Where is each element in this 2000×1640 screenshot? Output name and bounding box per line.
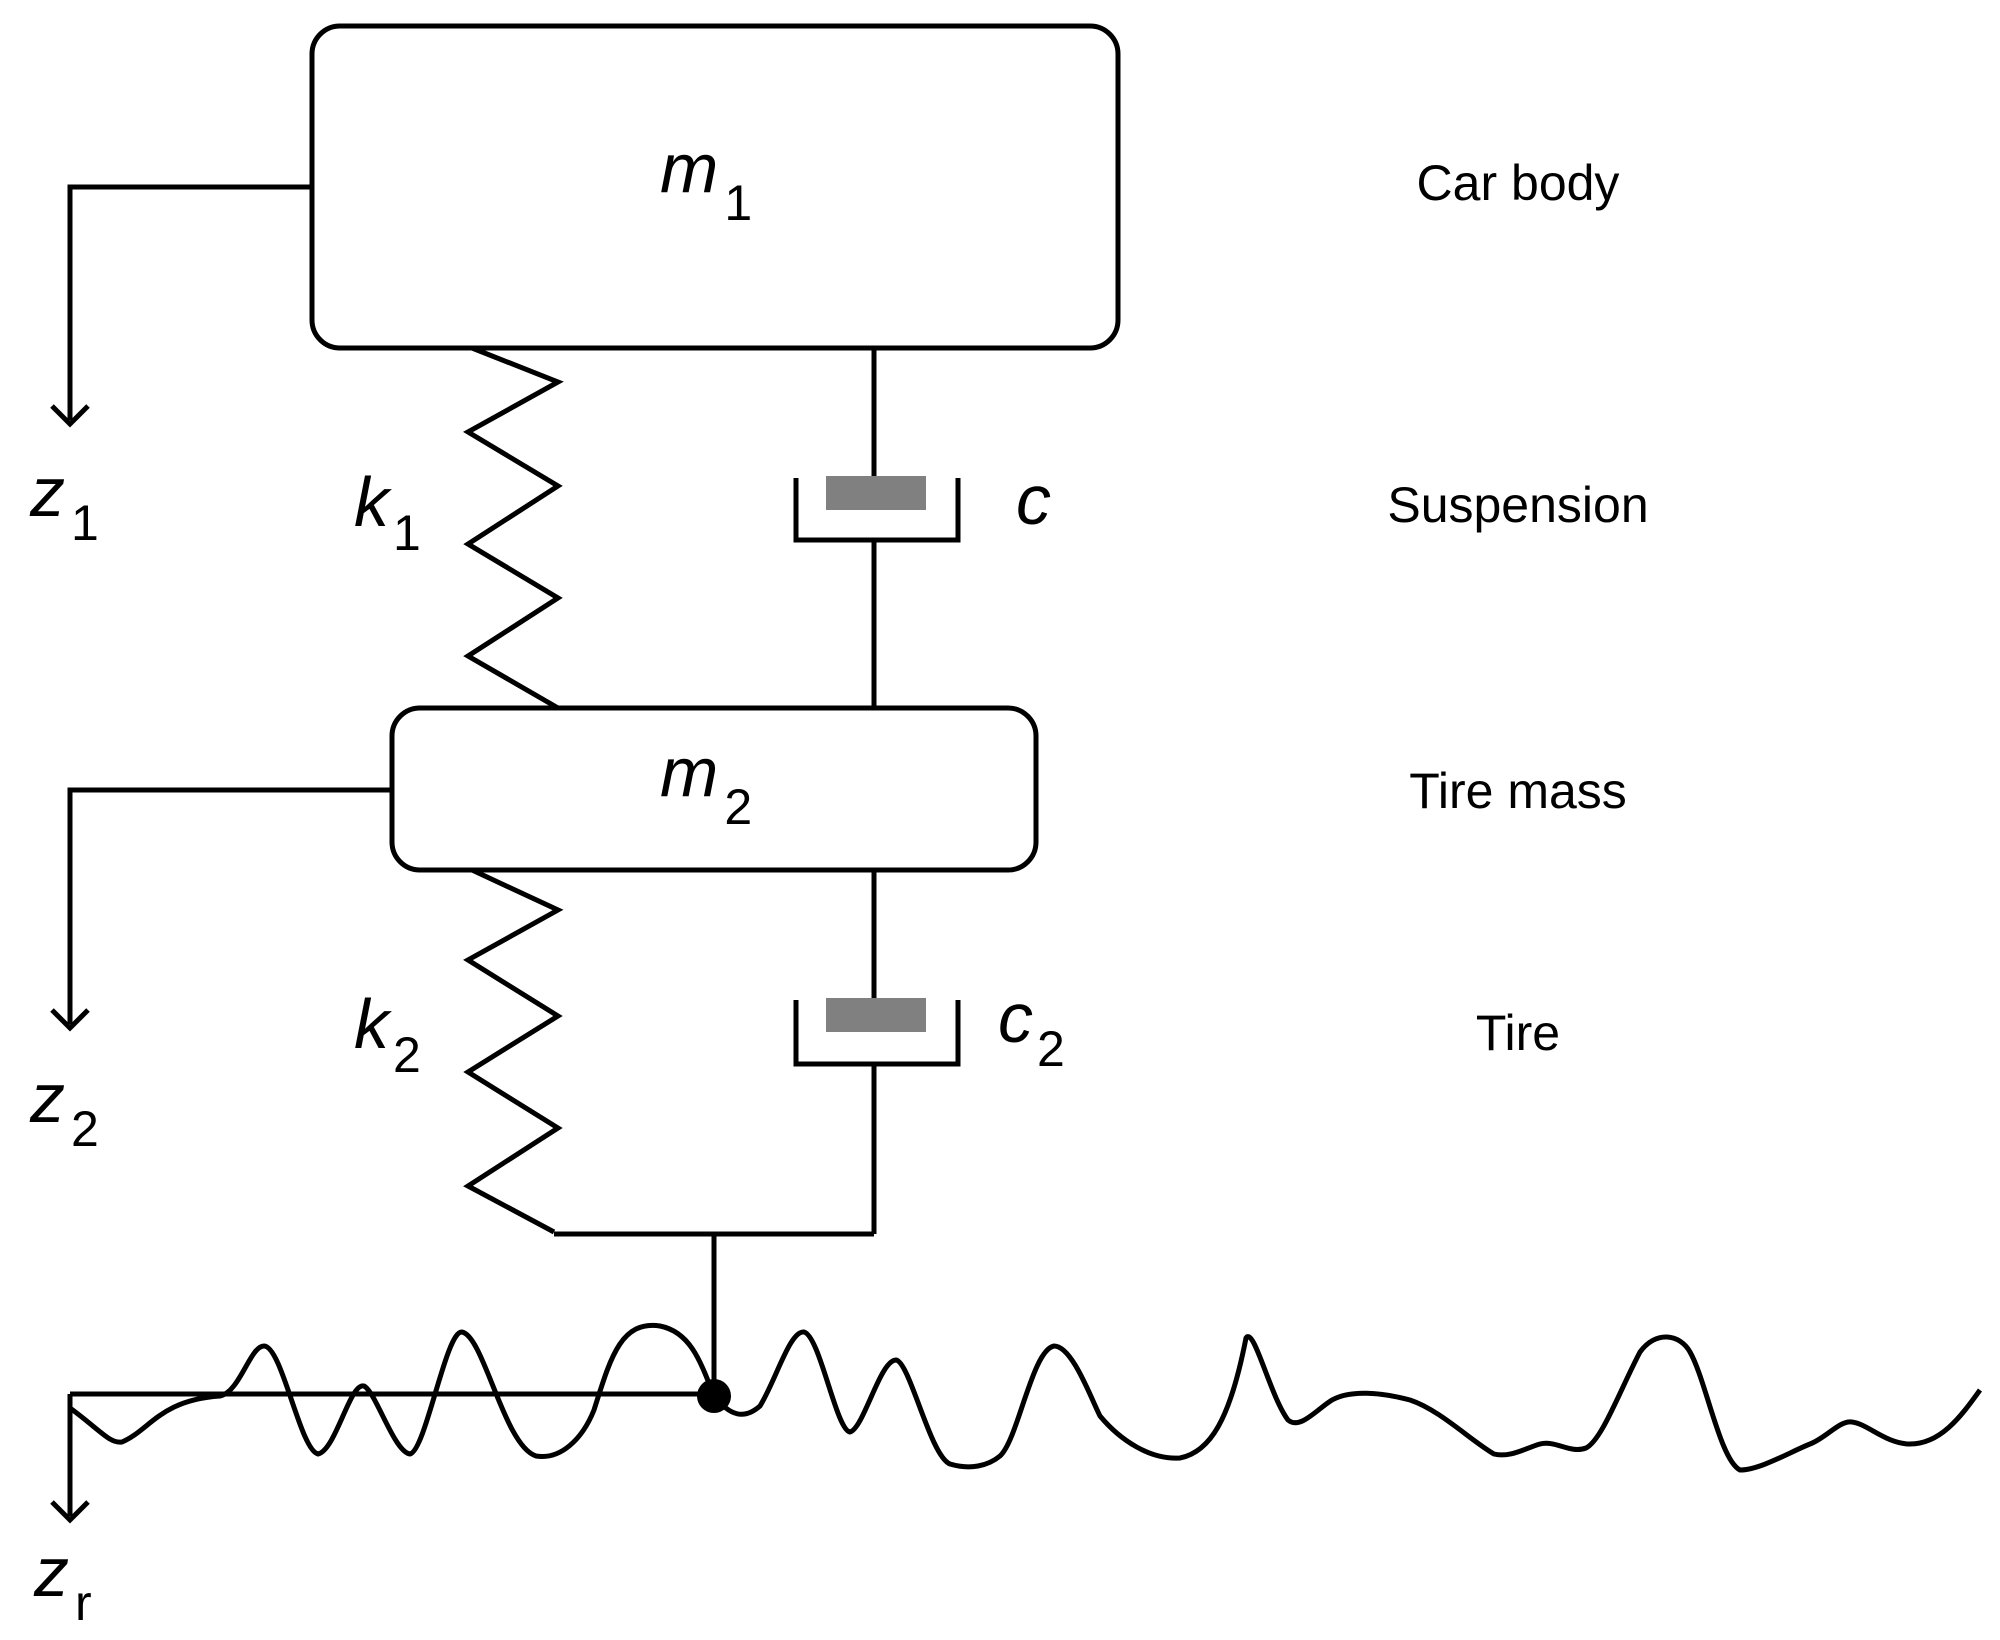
z1-displacement-arrow bbox=[67, 184, 312, 420]
c-label: c bbox=[1016, 461, 1051, 539]
suspension-damper-cylinder bbox=[793, 478, 961, 543]
k1-label: k1 bbox=[354, 463, 421, 561]
tire-mass-side-label: Tire mass bbox=[1409, 763, 1627, 819]
suspension-damper-piston bbox=[826, 476, 926, 510]
car-body-side-label: Car body bbox=[1417, 155, 1620, 211]
z2-arrowhead bbox=[50, 1008, 90, 1032]
tire-side-label: Tire bbox=[1476, 1005, 1560, 1061]
z1-arrowhead bbox=[50, 404, 90, 428]
suspension-side-label: Suspension bbox=[1387, 477, 1648, 533]
k2-label: k2 bbox=[354, 985, 421, 1083]
suspension-spring bbox=[463, 345, 564, 711]
zr-arrowhead bbox=[50, 1500, 90, 1524]
z2-displacement-arrow bbox=[67, 787, 392, 1024]
c2-label: c2 bbox=[998, 979, 1065, 1077]
tire-damper-piston bbox=[826, 998, 926, 1032]
tire-spring bbox=[463, 867, 564, 1235]
road-profile-curve bbox=[68, 1322, 1983, 1473]
tire-damper-cylinder bbox=[793, 1000, 961, 1067]
